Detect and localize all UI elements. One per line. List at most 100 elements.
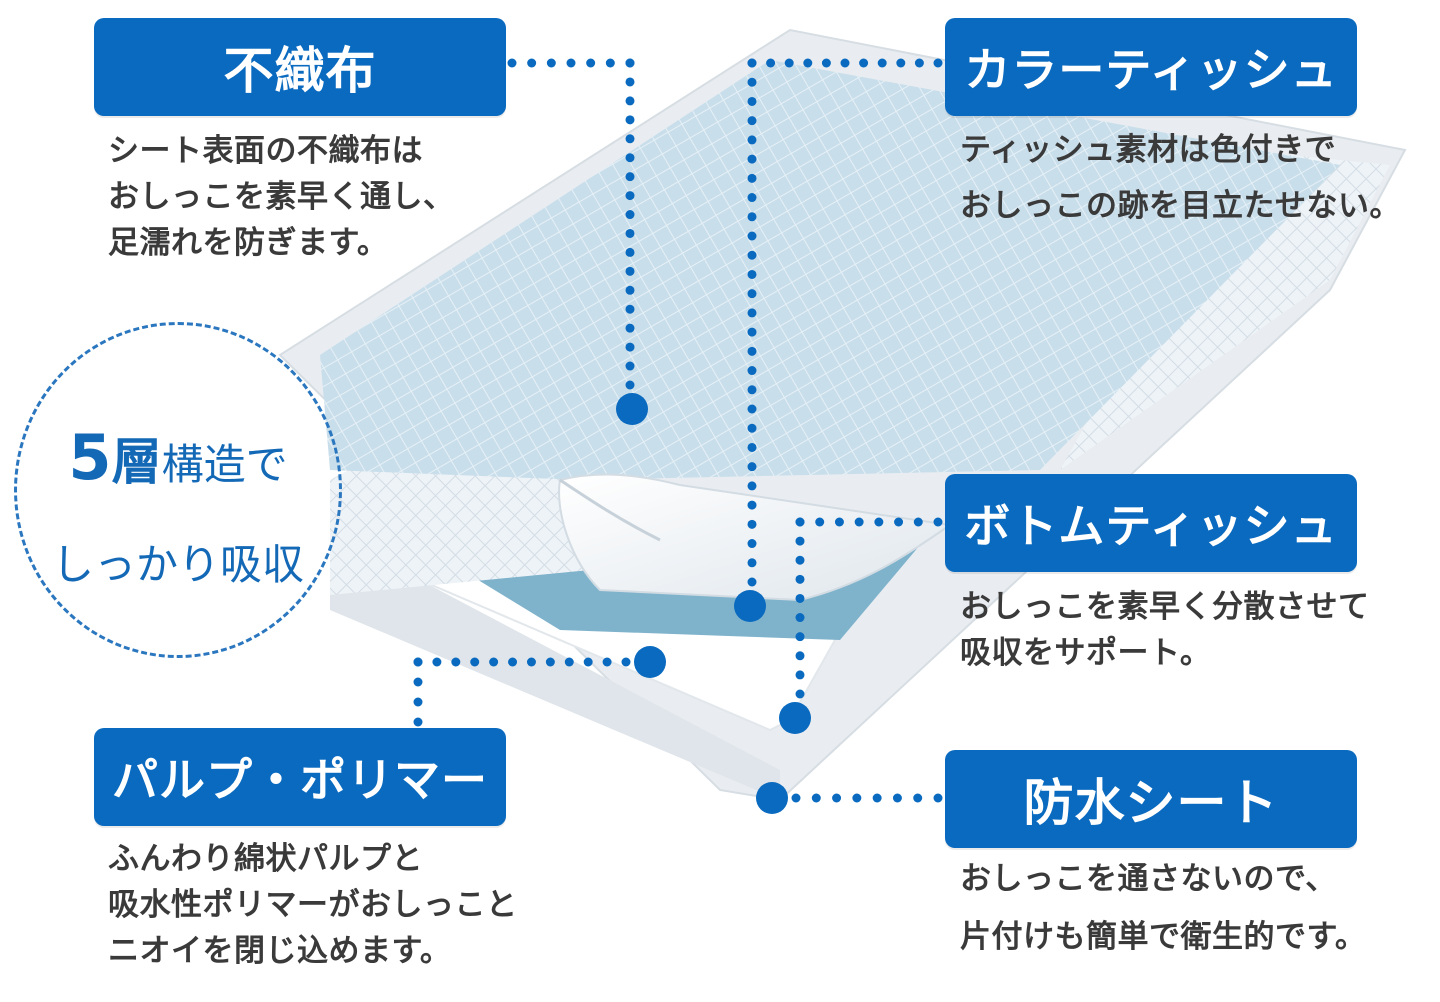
leader-dot bbox=[747, 327, 757, 337]
leader-dot bbox=[747, 539, 757, 549]
leader-dot bbox=[566, 58, 576, 68]
pulp-polymer-desc-line: 吸水性ポリマーがおしっこと bbox=[108, 887, 518, 923]
leader-dot bbox=[625, 228, 635, 238]
leader-dot bbox=[625, 58, 635, 68]
leader-dot bbox=[470, 657, 480, 667]
color-tissue-desc-line: ティッシュ素材は色付きで bbox=[960, 132, 1337, 168]
leader-dot bbox=[564, 657, 574, 667]
leader-dot bbox=[507, 58, 517, 68]
leader-dot bbox=[432, 657, 442, 667]
color-tissue-desc-line: おしっこの跡を目立たせない。 bbox=[960, 188, 1401, 224]
leader-dot bbox=[747, 231, 757, 241]
leader-dot bbox=[625, 77, 635, 87]
leader-dot bbox=[625, 323, 635, 333]
leader-dot bbox=[896, 58, 906, 68]
nonwoven-desc-line: おしっこを素早く通し、 bbox=[108, 179, 455, 215]
leader-dot bbox=[747, 308, 757, 318]
leader-dot bbox=[747, 250, 757, 260]
pulp-polymer-desc-line: ニオイを閉じ込めます。 bbox=[108, 933, 452, 969]
leader-dot bbox=[747, 135, 757, 145]
leader-dot bbox=[747, 269, 757, 279]
curled-nonwoven-sheet bbox=[558, 473, 953, 602]
leader-dot bbox=[508, 657, 518, 667]
badge-structure-text: 構造で bbox=[161, 440, 288, 489]
leader-dot bbox=[832, 793, 842, 803]
bottom-tissue-title: ボトムティッシュ bbox=[945, 474, 1357, 572]
pad-edge bbox=[330, 580, 780, 800]
leader-dot bbox=[747, 385, 757, 395]
badge-line-2: しっかり吸収 bbox=[51, 540, 304, 589]
leader-dot bbox=[933, 58, 943, 68]
badge-layer-word: 層 bbox=[111, 433, 162, 491]
leader-dot bbox=[583, 657, 593, 667]
leader-dot bbox=[795, 593, 805, 603]
leader-dot bbox=[872, 793, 882, 803]
waterproof-title: 防水シート bbox=[945, 750, 1357, 848]
curl-highlight bbox=[559, 478, 661, 542]
waterproof-desc-line: おしっこを通さないので、 bbox=[960, 861, 1337, 897]
leader-dot bbox=[413, 697, 423, 707]
leader-dot bbox=[859, 58, 869, 68]
pulp-polymer-title: パルプ・ポリマー bbox=[94, 728, 506, 826]
leader-dot bbox=[747, 442, 757, 452]
color-tissue-title: カラーティッシュ bbox=[945, 18, 1357, 116]
leader-dot bbox=[795, 613, 805, 623]
leader-dot bbox=[815, 517, 825, 527]
leader-dot bbox=[803, 58, 813, 68]
waterproof-description: おしっこを通さないので、 片付けも簡単で衛生的です。 bbox=[960, 850, 1366, 966]
leader-dot bbox=[625, 134, 635, 144]
leader-dot bbox=[795, 517, 805, 527]
leader-dot bbox=[413, 717, 423, 727]
leader-dot bbox=[852, 793, 862, 803]
leader-dot bbox=[834, 517, 844, 527]
nonwoven-desc-line: 足濡れを防ぎます。 bbox=[108, 225, 389, 261]
leader-dot bbox=[795, 536, 805, 546]
badge-number: 5 bbox=[68, 421, 112, 494]
leader-dot bbox=[527, 58, 537, 68]
leader-dot bbox=[625, 380, 635, 390]
leader-dot bbox=[784, 58, 794, 68]
leader-dot bbox=[821, 58, 831, 68]
leader-dot bbox=[795, 689, 805, 699]
leader-dot bbox=[894, 517, 904, 527]
leader-dot bbox=[747, 481, 757, 491]
leader-dot bbox=[747, 289, 757, 299]
leader-dot bbox=[747, 193, 757, 203]
color-tissue-description: ティッシュ素材は色付きで おしっこの跡を目立たせない。 bbox=[960, 122, 1401, 234]
bottom-tissue-description: おしっこを素早く分散させて 吸収をサポート。 bbox=[960, 584, 1370, 676]
color-tissue-layer bbox=[320, 60, 1340, 480]
nonwoven-title: 不織布 bbox=[94, 18, 506, 116]
dotted-leader-lines bbox=[413, 58, 943, 803]
leader-dot bbox=[795, 632, 805, 642]
leader-dot bbox=[795, 574, 805, 584]
leader-dot bbox=[625, 266, 635, 276]
leader-dot bbox=[747, 404, 757, 414]
leader-dot bbox=[526, 657, 536, 667]
nonwoven-description: シート表面の不織布は おしっこを素早く通し、 足濡れを防ぎます。 bbox=[108, 128, 455, 266]
bottom-tissue-desc-line: 吸収をサポート。 bbox=[960, 635, 1212, 671]
leader-dot bbox=[747, 366, 757, 376]
leader-dot bbox=[795, 651, 805, 661]
leader-dot bbox=[747, 96, 757, 106]
leader-dot bbox=[933, 793, 943, 803]
bottom-tissue-marker bbox=[779, 702, 811, 734]
leader-dot bbox=[795, 555, 805, 565]
leader-dot bbox=[605, 58, 615, 68]
leader-dot bbox=[625, 361, 635, 371]
pulp-polymer-marker bbox=[634, 646, 666, 678]
leader-dot bbox=[625, 304, 635, 314]
pulp-polymer-desc-line: ふんわり綿状パルプと bbox=[108, 841, 423, 877]
leader-dot bbox=[791, 793, 801, 803]
leader-dot bbox=[747, 577, 757, 587]
leader-dot bbox=[602, 657, 612, 667]
leader-dot bbox=[877, 58, 887, 68]
leader-dot bbox=[795, 670, 805, 680]
leader-dot bbox=[874, 517, 884, 527]
nonwoven-marker bbox=[616, 393, 648, 425]
leader-dot bbox=[747, 154, 757, 164]
leader-dot bbox=[840, 58, 850, 68]
bottom-tissue-desc-line: おしっこを素早く分散させて bbox=[960, 589, 1370, 625]
quilted-border-right bbox=[1060, 150, 1390, 470]
leader-dot bbox=[586, 58, 596, 68]
